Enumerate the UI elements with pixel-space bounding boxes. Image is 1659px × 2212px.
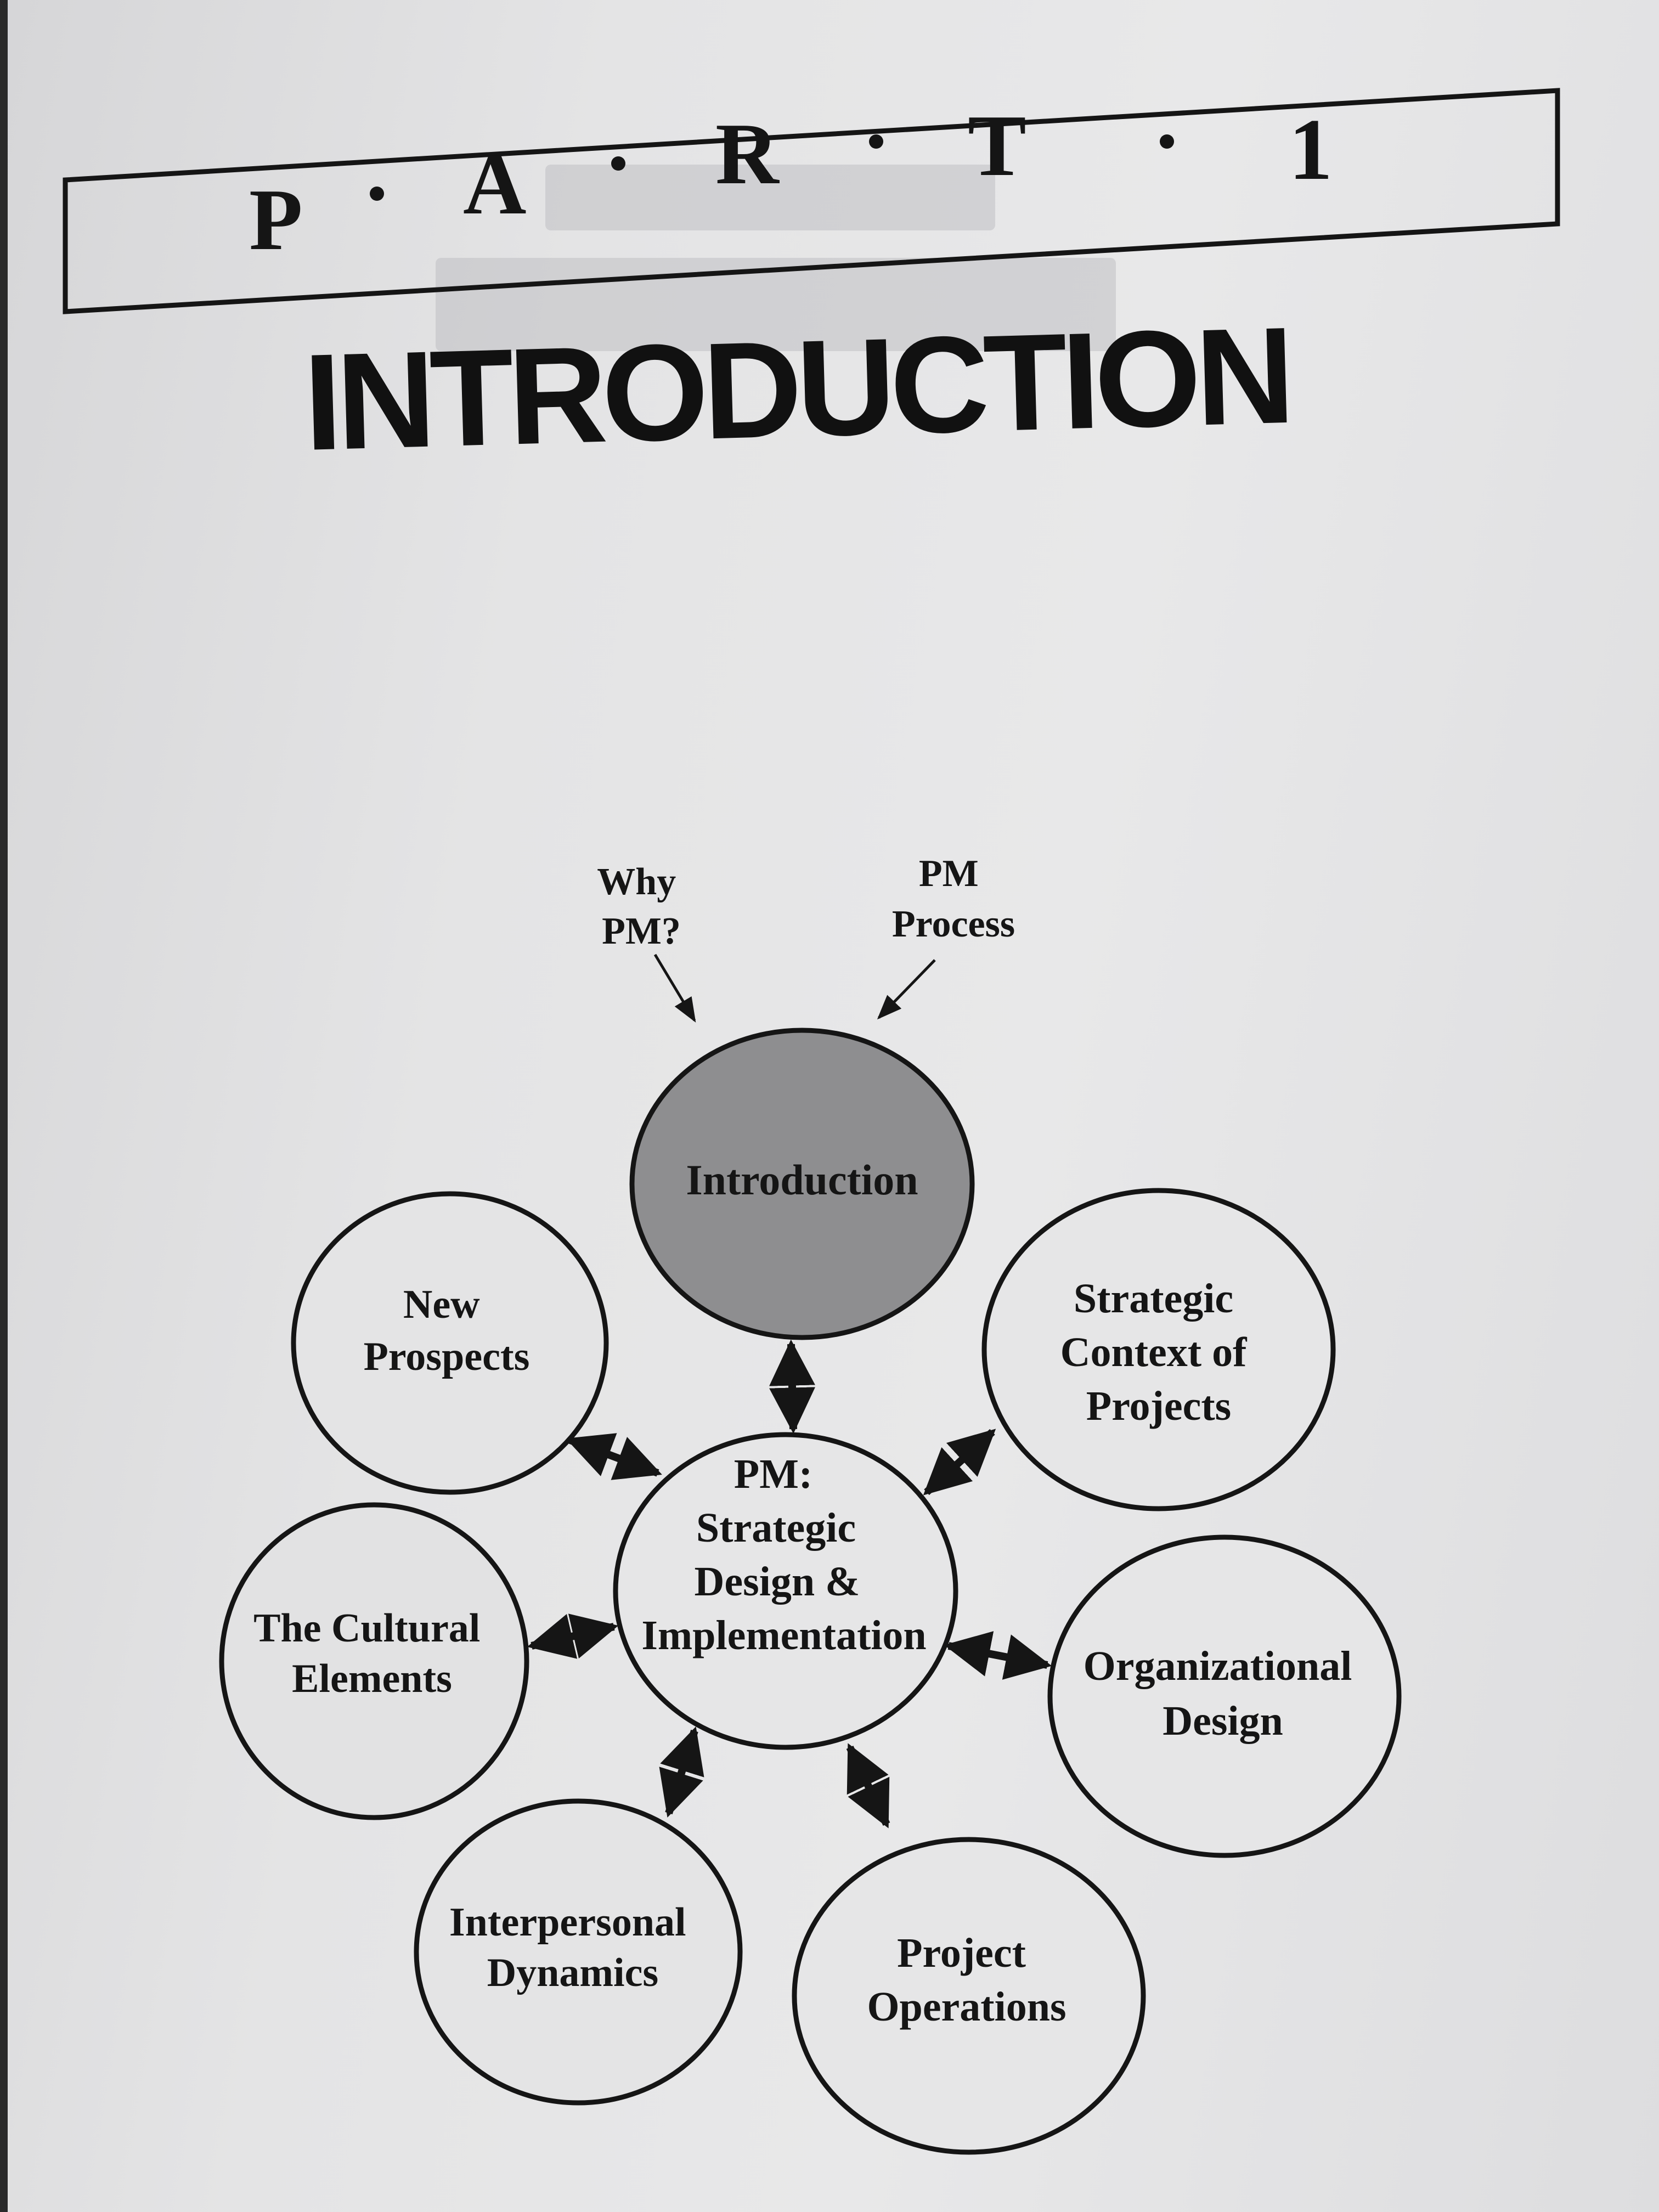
organizational-design-label: Organizational Design bbox=[1084, 1643, 1363, 1744]
part-number: 1 bbox=[1289, 100, 1333, 198]
new-prospects-line: New bbox=[403, 1282, 480, 1327]
strategic-context-label: Strategic Context of Projects bbox=[1060, 1276, 1257, 1429]
cultural-elements-line: The Cultural bbox=[253, 1606, 480, 1651]
node-strategic-context bbox=[981, 1188, 1336, 1511]
why-pm-arrow bbox=[653, 953, 696, 1023]
diagram-nodes bbox=[219, 1028, 1402, 2155]
connector-cultural-elements bbox=[527, 1613, 619, 1659]
interpersonal-dynamics-label: Interpersonal Dynamics bbox=[449, 1900, 696, 1995]
part-separator-dot bbox=[1160, 134, 1174, 149]
connector-strategic-context bbox=[923, 1429, 996, 1496]
part-separator-dot bbox=[370, 187, 384, 201]
connector-introduction bbox=[769, 1339, 816, 1434]
strategic-context-line: Projects bbox=[1086, 1383, 1231, 1429]
chapter-diagram: Why PM? PM Process Introduction New Pros… bbox=[219, 853, 1402, 2155]
center-line: Implementation bbox=[641, 1612, 926, 1658]
center-line: Strategic bbox=[696, 1505, 856, 1551]
strategic-context-line: Context of bbox=[1060, 1329, 1248, 1375]
why-pm-line: PM? bbox=[602, 910, 681, 952]
center-line: Design & bbox=[695, 1559, 860, 1605]
connector-project-operations bbox=[846, 1743, 890, 1829]
organizational-design-line: Organizational bbox=[1084, 1643, 1352, 1689]
connector-new-prospects bbox=[566, 1433, 662, 1480]
part-label: P A R T 1 bbox=[8, 0, 1659, 384]
part-letter-r: R bbox=[715, 105, 779, 202]
introduction-line: Introduction bbox=[686, 1156, 918, 1204]
node-organizational-design bbox=[1047, 1534, 1402, 1858]
introduction-label: Introduction bbox=[686, 1156, 918, 1204]
interpersonal-dynamics-line: Interpersonal bbox=[449, 1900, 686, 1945]
pm-process-arrow bbox=[877, 959, 936, 1020]
center-line: PM: bbox=[734, 1451, 812, 1497]
new-prospects-line: Prospects bbox=[364, 1334, 530, 1379]
project-operations-line: Project bbox=[897, 1930, 1026, 1976]
node-interpersonal-dynamics bbox=[414, 1798, 743, 2106]
connector-organizational-design bbox=[944, 1631, 1052, 1680]
part-separator-dot bbox=[611, 156, 625, 171]
organizational-design-line: Design bbox=[1163, 1698, 1283, 1744]
part-letter-t: T bbox=[968, 97, 1026, 194]
pm-process-label: PM Process bbox=[892, 853, 1015, 945]
interpersonal-dynamics-line: Dynamics bbox=[487, 1950, 658, 1995]
strategic-context-line: Strategic bbox=[1074, 1276, 1233, 1322]
connector-interpersonal-dynamics bbox=[659, 1726, 704, 1818]
book-page: P A R T 1 INTRODUCTION bbox=[8, 0, 1659, 2212]
part-separator-dot bbox=[869, 134, 883, 149]
part-letter-p: P bbox=[249, 171, 303, 268]
center-label: PM: Strategic Design & Implementation bbox=[641, 1451, 926, 1658]
new-prospects-label: New Prospects bbox=[364, 1282, 530, 1379]
why-pm-line: Why bbox=[597, 861, 676, 903]
cultural-elements-label: The Cultural Elements bbox=[253, 1606, 490, 1701]
connectors bbox=[527, 1339, 1052, 1829]
part-banner-frame bbox=[63, 88, 1560, 351]
project-operations-line: Operations bbox=[867, 1984, 1066, 2030]
node-center bbox=[613, 1432, 958, 1750]
project-operations-label: Project Operations bbox=[867, 1930, 1066, 2030]
node-introduction bbox=[629, 1028, 975, 1340]
node-new-prospects bbox=[291, 1191, 609, 1495]
node-cultural-elements bbox=[219, 1502, 529, 1820]
pm-process-line: Process bbox=[892, 903, 1015, 945]
why-pm-label: Why PM? bbox=[597, 861, 685, 952]
cultural-elements-line: Elements bbox=[292, 1656, 452, 1701]
pm-process-line: PM bbox=[919, 853, 979, 895]
part-letter-a: A bbox=[463, 135, 527, 233]
node-project-operations bbox=[792, 1837, 1146, 2155]
